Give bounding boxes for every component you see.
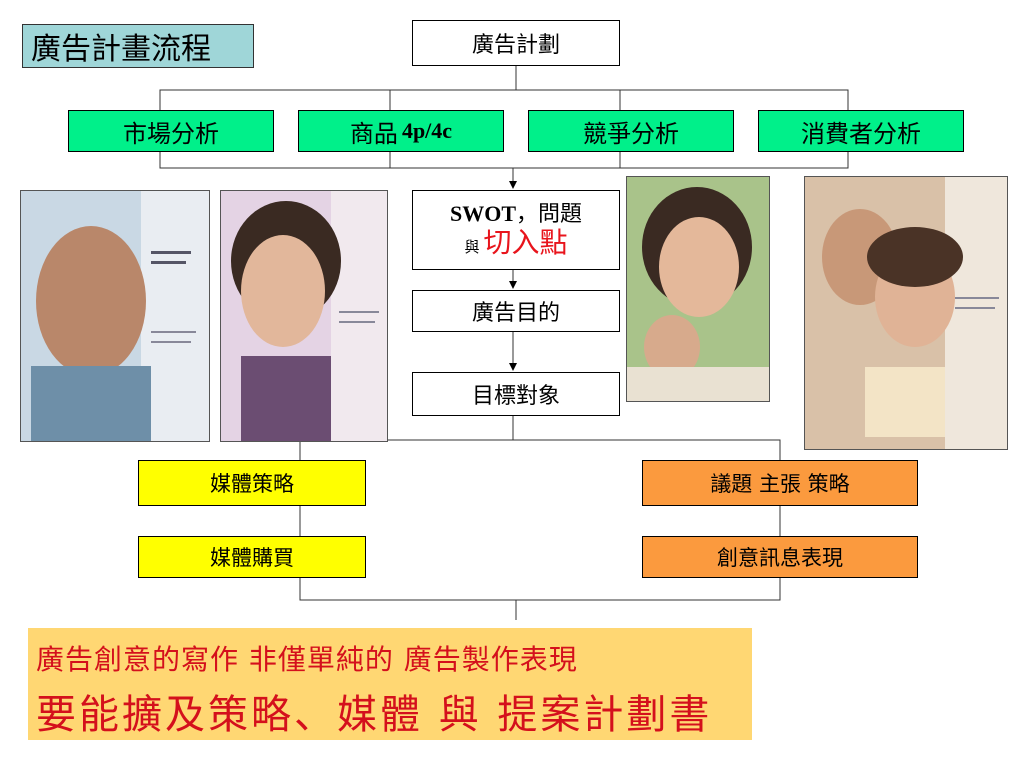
node-ad-plan: 廣告計劃 (412, 20, 620, 66)
node-media-buying: 媒體購買 (138, 536, 366, 578)
page-title: 廣告計畫流程 (22, 24, 254, 68)
node-media-strategy: 媒體策略 (138, 460, 366, 506)
node-consumer-analysis: 消費者分析 (758, 110, 964, 152)
swot-entry-point: 切入點 (483, 226, 568, 260)
node-competition-analysis: 競爭分析 (528, 110, 734, 152)
photo-poster-mother-child (626, 176, 770, 402)
node-product-analysis: 商品 4p/4c (298, 110, 504, 152)
swot-bold: SWOT (449, 200, 516, 226)
node-issue-strategy: 議題 主張 策略 (642, 460, 918, 506)
node-swot: SWOT，問題 與切入點 (412, 190, 620, 270)
banner-line-2: 要能擴及策略、媒體 與 提案計劃書 (36, 692, 713, 738)
photo-poster-woman (220, 190, 388, 442)
swot-and: 與 (464, 238, 480, 257)
photo-poster-man (20, 190, 210, 442)
node-product-4p4c: 4p/4c (401, 118, 453, 143)
node-product-label: 商品 (349, 119, 398, 148)
node-target-audience: 目標對象 (412, 372, 620, 416)
node-ad-objective: 廣告目的 (412, 290, 620, 332)
banner-line-1: 廣告創意的寫作 非僅單純的 廣告製作表現 (36, 643, 578, 676)
summary-banner: 廣告創意的寫作 非僅單純的 廣告製作表現 要能擴及策略、媒體 與 提案計劃書 (28, 628, 752, 740)
node-market-analysis: 市場分析 (68, 110, 274, 152)
node-creative-expression: 創意訊息表現 (642, 536, 918, 578)
photo-poster-couple (804, 176, 1008, 450)
swot-problem: ，問題 (516, 201, 583, 227)
